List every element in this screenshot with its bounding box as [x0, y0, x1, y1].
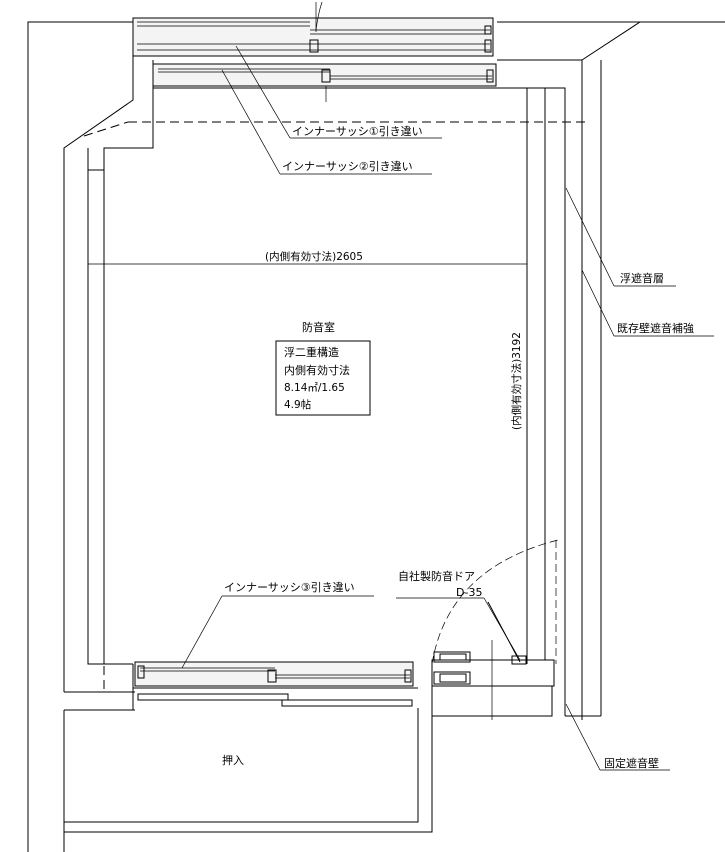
info-line-1: 浮二重構造: [284, 345, 339, 359]
label-room-name: 防音室: [302, 320, 335, 334]
room-info-box: [275, 340, 371, 416]
info-line-2: 内側有効寸法: [284, 363, 350, 377]
existing-wall-outline: [27, 21, 725, 852]
info-line-3: 8.14㎡/1.65: [284, 382, 345, 394]
label-inner-depth: (内側有効寸法)3192: [510, 332, 523, 430]
label-door-name: 自社製防音ドア: [398, 569, 475, 583]
label-existing-wall: 既存壁遮音補強: [617, 321, 694, 335]
label-door-code: D-35: [456, 586, 482, 599]
inner-sash-3: [134, 661, 414, 707]
reference-dashed-lines: [83, 121, 585, 692]
label-sash-1: インナーサッシ①引き違い: [292, 124, 423, 138]
label-floating-layer: 浮遮音層: [620, 271, 664, 285]
dimension-lines: [88, 88, 528, 664]
label-closet: 押入: [222, 753, 244, 767]
soundproof-door: [431, 539, 559, 720]
inner-sash-2: [152, 63, 497, 102]
info-line-4: 4.9帖: [284, 398, 312, 411]
leader-lines: [181, 45, 714, 771]
label-inner-width: (内側有効寸法)2605: [265, 250, 363, 263]
label-fixed-wall: 固定遮音壁: [604, 756, 659, 770]
soundproof-room-walls: [87, 87, 566, 716]
label-sash-2: インナーサッシ②引き違い: [282, 159, 413, 173]
inner-sash-1: [132, 1, 494, 57]
label-sash-3: インナーサッシ③引き違い: [224, 580, 355, 594]
